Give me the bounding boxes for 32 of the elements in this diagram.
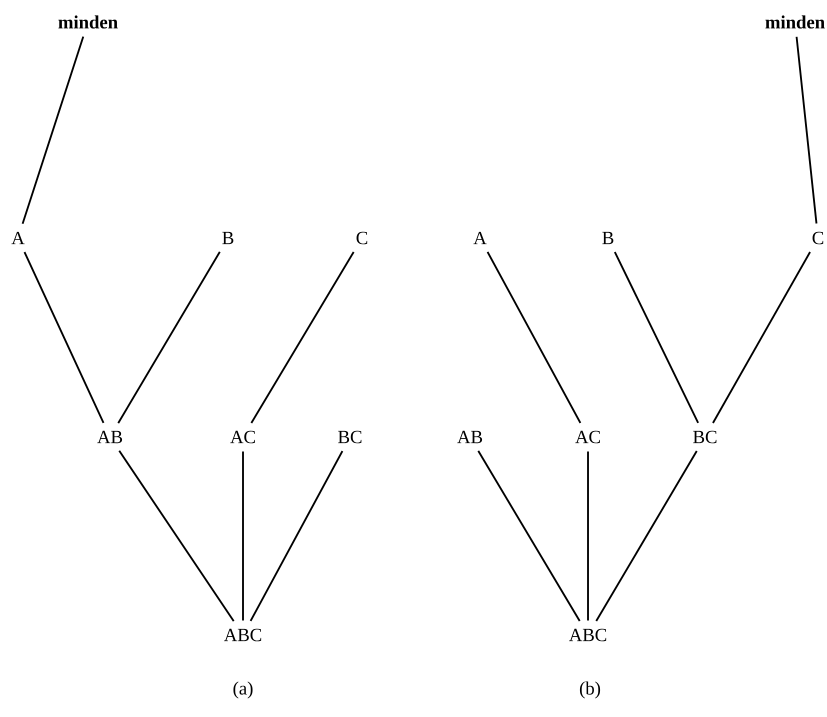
node-label: BC xyxy=(338,430,362,444)
node-label: A xyxy=(473,232,487,244)
node-label: AC xyxy=(230,430,255,444)
node-label: B xyxy=(602,232,614,244)
panel-label: (a) xyxy=(233,682,253,698)
connector-line xyxy=(595,450,698,622)
connector-line xyxy=(250,450,344,622)
connector-line xyxy=(250,252,354,424)
node-label: C xyxy=(356,232,368,244)
node-label: minden xyxy=(765,15,825,29)
connector-line xyxy=(477,450,580,622)
connector-line xyxy=(22,36,84,224)
node-label: AB xyxy=(457,430,482,444)
node-label: A xyxy=(11,232,25,244)
connector-line xyxy=(486,252,582,424)
node-label: B xyxy=(222,232,234,244)
node-label: AB xyxy=(97,430,122,444)
connector-line xyxy=(24,252,104,424)
node-label: AC xyxy=(575,430,600,444)
connector-line xyxy=(712,252,811,424)
node-label: ABC xyxy=(224,628,262,642)
node-label: C xyxy=(812,232,824,244)
panel-label: (b) xyxy=(580,682,600,698)
node-label: ABC xyxy=(569,628,606,642)
connector-line xyxy=(587,452,589,620)
connector-line xyxy=(117,251,221,424)
node-label: BC xyxy=(693,430,716,444)
connector-line xyxy=(118,450,234,622)
node-label: minden xyxy=(58,15,118,29)
connector-line xyxy=(614,252,699,424)
connector-line xyxy=(242,452,244,620)
connector-line xyxy=(796,36,818,224)
